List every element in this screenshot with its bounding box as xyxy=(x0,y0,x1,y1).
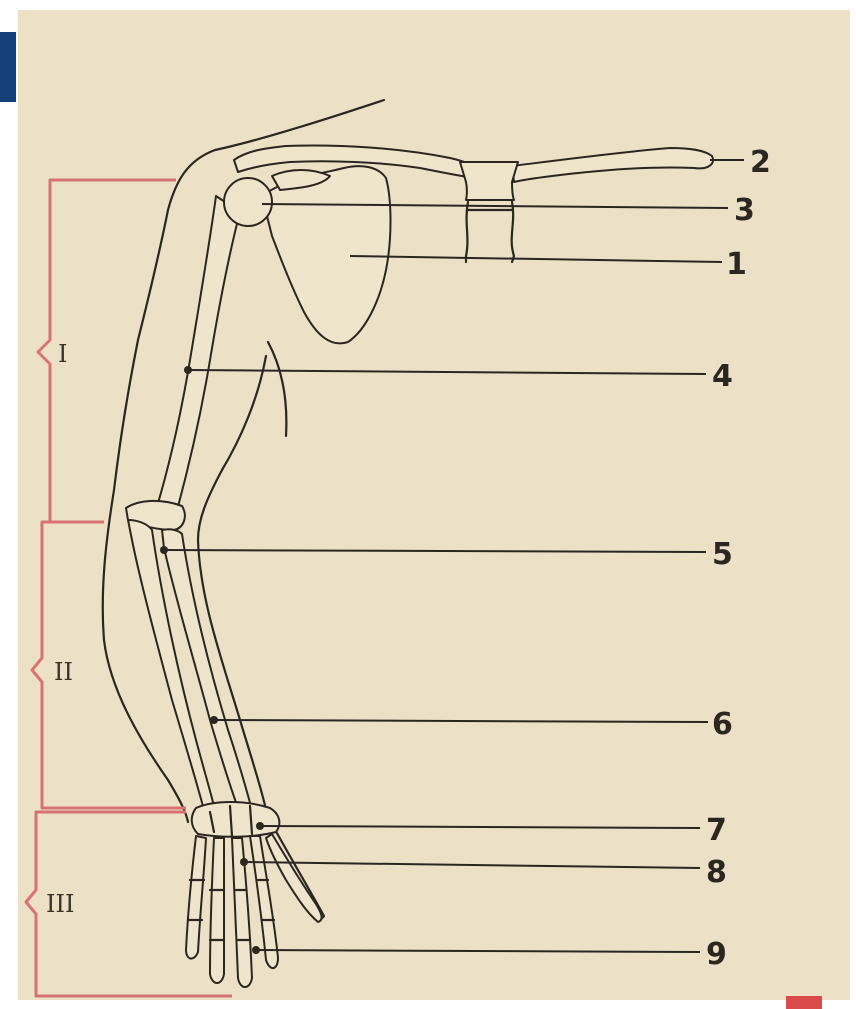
label-9: 9 xyxy=(706,937,727,972)
section-label-II: II xyxy=(54,658,73,686)
pointer-dot-6 xyxy=(210,716,218,724)
pointer-dot-4 xyxy=(184,366,192,374)
label-3: 3 xyxy=(734,193,755,228)
pointer-dot-8 xyxy=(240,858,248,866)
finger-bone-2 xyxy=(210,838,224,983)
pointer-dot-7 xyxy=(256,822,264,830)
label-7: 7 xyxy=(706,813,727,848)
label-2: 2 xyxy=(750,145,771,180)
section-label-I: I xyxy=(58,340,67,368)
label-5: 5 xyxy=(712,537,733,572)
pointer-dot-5 xyxy=(160,546,168,554)
label-4: 4 xyxy=(712,359,733,394)
humerus-head xyxy=(224,178,272,226)
blue-corner-tab xyxy=(0,32,16,102)
label-8: 8 xyxy=(706,855,727,890)
red-corner-mark xyxy=(786,996,822,1009)
carpal-bones xyxy=(192,802,280,837)
pointer-dot-9 xyxy=(252,946,260,954)
sternum-manubrium xyxy=(460,162,518,200)
section-label-III: III xyxy=(46,890,74,918)
label-6: 6 xyxy=(712,707,733,742)
label-1: 1 xyxy=(726,247,747,282)
